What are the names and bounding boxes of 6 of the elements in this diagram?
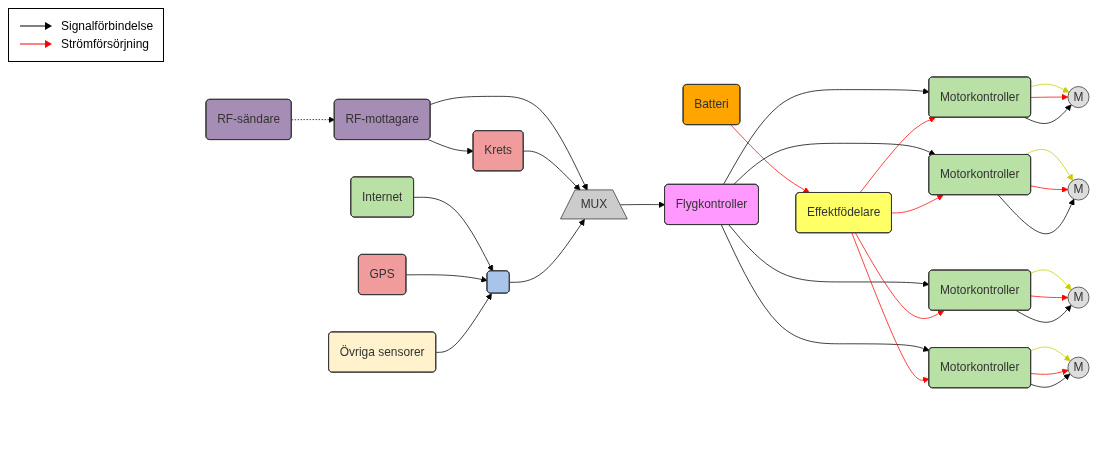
node-circle: M	[1067, 178, 1090, 201]
node-circle: M	[1067, 86, 1090, 109]
legend-text: Strömförsörjning	[61, 37, 150, 51]
node-circle: M	[1067, 356, 1090, 379]
node-circle: M	[1067, 286, 1090, 309]
legend-text: Signalförbindelse	[61, 19, 154, 33]
